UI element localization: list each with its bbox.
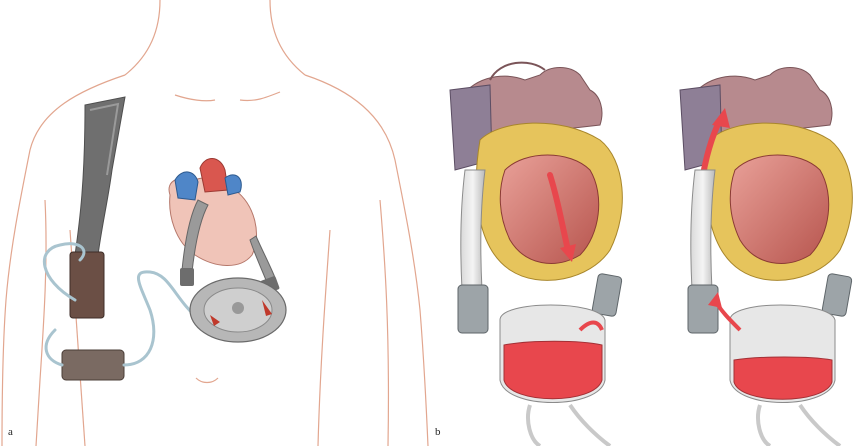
controller-unit <box>62 350 124 380</box>
heart-section-systole <box>680 68 852 446</box>
shoulder-strap <box>75 97 125 255</box>
torso-drawing <box>0 0 430 446</box>
panel-label-b: b <box>435 426 441 438</box>
panel-b-heart-cross-sections: b <box>430 0 858 446</box>
battery-pack <box>70 252 104 318</box>
heart-section-diastole <box>450 63 622 446</box>
lvad-pump <box>190 278 286 342</box>
panel-a-torso-illustration: a <box>0 0 430 446</box>
heart <box>169 158 256 265</box>
heart-cross-section-drawing <box>430 0 858 446</box>
panel-label-a: a <box>8 426 13 438</box>
